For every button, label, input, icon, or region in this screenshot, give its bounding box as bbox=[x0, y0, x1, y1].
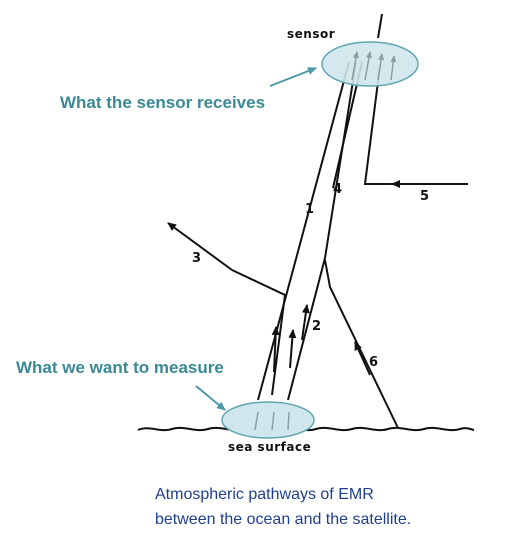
path-1-line bbox=[257, 61, 350, 401]
path-3-line bbox=[231, 269, 287, 396]
surface-arrow-1 bbox=[254, 411, 259, 431]
sensor-arrow-4 bbox=[390, 55, 397, 81]
surface-arrow-2 bbox=[271, 411, 275, 431]
sea-surface-line bbox=[137, 426, 475, 432]
path-2-label: 2 bbox=[312, 319, 321, 334]
path-1-label: 1 bbox=[305, 202, 314, 217]
caption-line-2: between the ocean and the satellite. bbox=[155, 511, 412, 528]
path-6-label: 6 bbox=[369, 355, 378, 370]
callout-target-text: What we want to measure bbox=[16, 358, 224, 377]
figure-caption: Atmospheric pathways of EMR between the … bbox=[155, 482, 515, 532]
path-4-label: 4 bbox=[333, 182, 342, 197]
sensor-label: sensor bbox=[287, 27, 335, 41]
path-6-line bbox=[324, 259, 399, 429]
sea-surface-label: sea surface bbox=[228, 440, 311, 454]
path-6-arrow bbox=[354, 341, 371, 376]
path-3-up-arrow bbox=[271, 326, 280, 373]
callout-arrow-sensor bbox=[269, 67, 317, 87]
path-3-label: 3 bbox=[192, 251, 201, 266]
path-2-arrow bbox=[288, 329, 297, 369]
target-ellipse bbox=[221, 401, 315, 439]
sensor-arrow-2 bbox=[364, 51, 372, 81]
caption-line-1: Atmospheric pathways of EMR bbox=[155, 486, 374, 503]
sensor-arrow-1 bbox=[351, 51, 359, 81]
callout-arrow-target bbox=[195, 385, 226, 411]
path-3-arrow bbox=[167, 222, 233, 271]
path-2-arrow-b bbox=[301, 304, 310, 341]
sensor-arrow-3 bbox=[377, 53, 385, 81]
sensor-ellipse bbox=[321, 41, 419, 87]
path-5-label: 5 bbox=[420, 189, 429, 204]
sensor-mast-line bbox=[377, 13, 383, 39]
callout-sensor-text: What the sensor receives bbox=[60, 93, 265, 112]
path-2-line bbox=[287, 61, 357, 401]
surface-arrow-3 bbox=[287, 411, 290, 431]
path-5-line bbox=[363, 65, 468, 185]
